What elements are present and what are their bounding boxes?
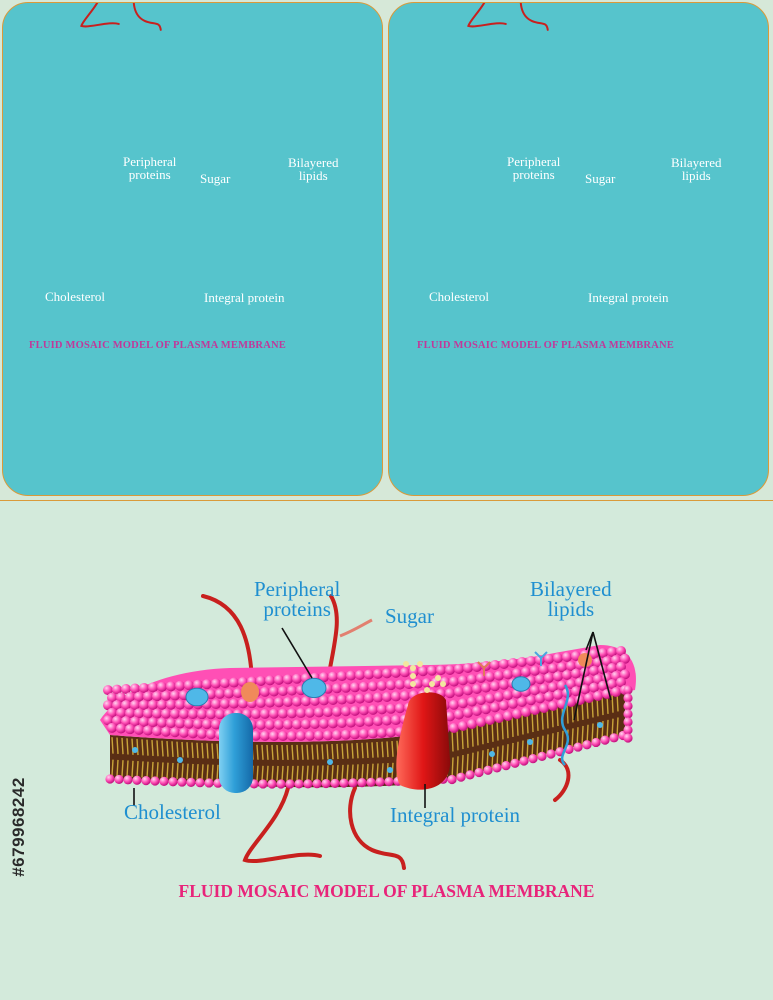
label-bilayered-lipids-large: Bilayered lipids [530, 577, 612, 621]
panel-small-left: Peripheral proteins Sugar Bilayered lipi… [2, 2, 383, 496]
label-peripheral-proteins: Peripheral proteins [123, 154, 177, 182]
label-cholesterol-large: Cholesterol [124, 800, 221, 824]
label-cholesterol: Cholesterol [45, 289, 105, 304]
caption-large: FLUID MOSAIC MODEL OF PLASMA MEMBRANE [178, 881, 595, 901]
label-cholesterol: Cholesterol [429, 289, 489, 304]
membrane-diagram-small-right [467, 3, 549, 31]
panel-small-right: Peripheral proteins Sugar Bilayered lipi… [388, 2, 769, 496]
stock-id-text: #679968242 [9, 777, 28, 877]
caption-small-right: FLUID MOSAIC MODEL OF PLASMA MEMBRANE [417, 340, 674, 351]
stock-id-vertical: #679968242 [5, 742, 33, 912]
membrane-diagram-large [100, 594, 636, 870]
label-bilayered-lipids: Bilayered lipids [671, 155, 722, 183]
label-bilayered-lipids: Bilayered lipids [288, 155, 339, 183]
label-integral-protein-large: Integral protein [390, 803, 521, 827]
label-peripheral-proteins: Peripheral proteins [507, 154, 561, 182]
caption-small-left: FLUID MOSAIC MODEL OF PLASMA MEMBRANE [29, 340, 286, 351]
label-sugar: Sugar [200, 171, 231, 186]
membrane-diagram-small-left [80, 3, 162, 31]
label-integral-protein: Integral protein [588, 290, 669, 305]
label-sugar: Sugar [585, 171, 616, 186]
label-sugar-large: Sugar [385, 604, 434, 628]
label-peripheral-proteins-large: Peripheral proteins [254, 577, 341, 621]
label-integral-protein: Integral protein [204, 290, 285, 305]
